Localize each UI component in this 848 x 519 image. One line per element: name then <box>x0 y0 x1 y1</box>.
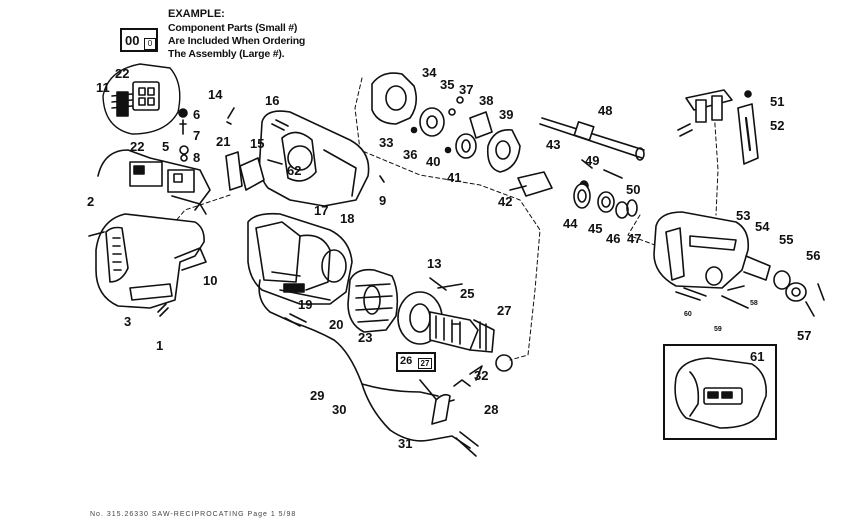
part-label-2: 2 <box>87 194 95 209</box>
part-label-58: 58 <box>750 300 758 307</box>
part-label-22-lower: 22 <box>130 139 145 154</box>
part-label-1: 1 <box>156 338 164 353</box>
part-label-16: 16 <box>265 93 280 108</box>
part-label-55: 55 <box>779 232 794 247</box>
part-label-46: 46 <box>606 231 621 246</box>
part-label-11: 11 <box>96 80 110 95</box>
part-label-38: 38 <box>479 93 494 108</box>
part-label-49: 49 <box>585 153 600 168</box>
part-label-19: 19 <box>298 297 313 312</box>
blade-clamp <box>677 89 759 165</box>
part-label-43: 43 <box>546 137 561 152</box>
assembly-guide-line <box>354 77 541 361</box>
assembly-guide-line <box>627 214 656 246</box>
part-label-7: 7 <box>193 128 201 143</box>
part-label-44: 44 <box>563 216 578 231</box>
part-label-25: 25 <box>460 286 475 301</box>
part-label-40: 40 <box>426 154 441 169</box>
plunger-shaft <box>509 117 645 197</box>
example-title: EXAMPLE: <box>168 8 225 20</box>
motor-housing <box>247 212 353 305</box>
assembly-large-number: 26 <box>400 355 413 367</box>
part-label-17: 17 <box>314 203 329 218</box>
part-label-27: 27 <box>497 303 512 318</box>
example-legend: EXAMPLE: Component Parts (Small #) Are I… <box>120 8 340 66</box>
part-label-57: 57 <box>797 328 812 343</box>
inset-frame <box>663 344 777 440</box>
part-label-30: 30 <box>332 402 347 417</box>
part-label-32: 32 <box>474 368 489 383</box>
part-label-22: 22 <box>115 66 130 81</box>
part-label-29: 29 <box>310 388 325 403</box>
part-label-39: 39 <box>499 107 514 122</box>
armature-assembly <box>397 283 513 372</box>
part-label-8: 8 <box>193 150 201 165</box>
part-label-62: 62 <box>287 163 302 178</box>
assembly-number-box: 26 27 <box>396 352 436 372</box>
gear-train <box>371 72 521 173</box>
field-coil <box>347 268 399 333</box>
example-line-2: Are Included When Ordering <box>168 35 306 47</box>
example-small-number: 0 <box>144 38 156 50</box>
gear-housing <box>225 110 370 207</box>
part-label-41: 41 <box>447 170 462 185</box>
part-label-51: 51 <box>770 94 785 109</box>
power-cord <box>258 279 479 457</box>
example-number-box: 00 0 <box>120 28 158 52</box>
page-footer: No. 315.26330 SAW-RECIPROCATING Page 1 5… <box>90 511 297 518</box>
part-label-28: 28 <box>484 402 499 417</box>
part-label-52: 52 <box>770 118 785 133</box>
part-label-9: 9 <box>379 193 387 208</box>
part-label-35: 35 <box>440 77 455 92</box>
part-label-13: 13 <box>427 256 442 271</box>
part-label-48: 48 <box>598 103 613 118</box>
bearings <box>573 183 638 219</box>
part-label-50: 50 <box>626 182 641 197</box>
part-label-60: 60 <box>684 311 692 318</box>
part-label-36: 36 <box>403 147 418 162</box>
example-line-1: Component Parts (Small #) <box>168 22 298 34</box>
inset-boot-61 <box>674 357 768 429</box>
part-label-42: 42 <box>498 194 513 209</box>
part-label-20: 20 <box>329 317 344 332</box>
screws <box>226 107 623 381</box>
part-label-53: 53 <box>736 208 751 223</box>
part-label-54: 54 <box>755 219 770 234</box>
handle-housing-left <box>88 213 207 317</box>
part-label-14: 14 <box>208 87 223 102</box>
part-label-31: 31 <box>398 436 413 451</box>
switch-assembly-22-5 <box>97 108 211 215</box>
part-label-21: 21 <box>216 134 231 149</box>
part-label-47: 47 <box>627 231 642 246</box>
part-label-56: 56 <box>806 248 821 263</box>
part-label-59: 59 <box>714 326 722 333</box>
part-label-6: 6 <box>193 107 201 122</box>
part-label-61: 61 <box>750 349 765 364</box>
part-label-37: 37 <box>459 82 474 97</box>
front-shoe <box>653 211 825 317</box>
part-label-45: 45 <box>588 221 603 236</box>
part-label-18: 18 <box>340 211 355 226</box>
switch-inset-11-22 <box>102 63 181 135</box>
part-label-34: 34 <box>422 65 437 80</box>
example-line-3: The Assembly (Large #). <box>168 48 285 60</box>
part-label-15: 15 <box>250 136 265 151</box>
part-label-33: 33 <box>379 135 394 150</box>
part-label-5: 5 <box>162 139 170 154</box>
part-label-10: 10 <box>203 273 218 288</box>
part-label-23: 23 <box>358 330 373 345</box>
part-label-3: 3 <box>124 314 132 329</box>
example-large-number: 00 <box>125 33 140 48</box>
assembly-small-number: 27 <box>418 358 432 369</box>
